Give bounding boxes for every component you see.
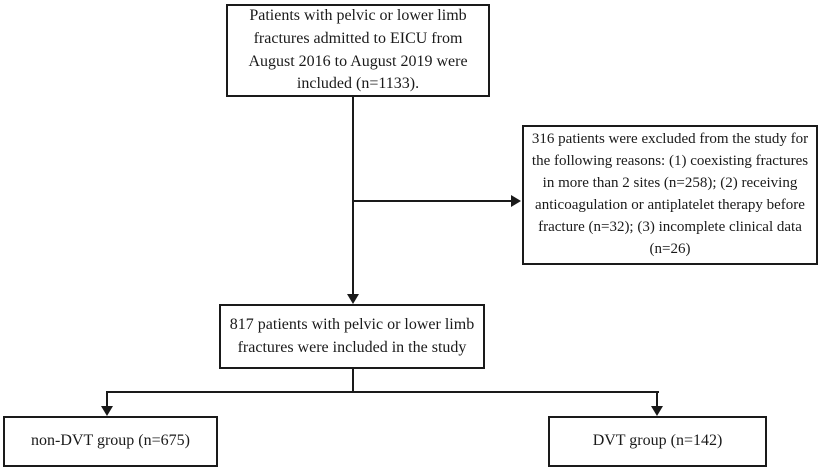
connector-top-to-included-line [352, 97, 354, 296]
node-non-dvt-group: non-DVT group (n=675) [3, 416, 218, 467]
connector-to-dvt-line [656, 391, 658, 408]
arrowhead-down-icon [651, 406, 663, 416]
connector-to-nondvt-line [106, 391, 108, 408]
node-included-final-label: 817 patients with pelvic or lower limb f… [229, 315, 475, 356]
arrowhead-down-icon [347, 294, 359, 304]
node-dvt-group-label: DVT group (n=142) [592, 432, 723, 450]
node-non-dvt-group-label: non-DVT group (n=675) [31, 432, 190, 450]
connector-included-to-split-line [352, 369, 354, 392]
node-included-initial-label: Patients with pelvic or lower limb fract… [248, 7, 468, 93]
node-dvt-group: DVT group (n=142) [548, 416, 767, 467]
node-excluded: 316 patients were excluded from the stud… [522, 125, 818, 265]
arrowhead-down-icon [101, 406, 113, 416]
node-included-final: 817 patients with pelvic or lower limb f… [219, 304, 485, 369]
connector-to-excluded-line [353, 200, 512, 202]
connector-split-horizontal-line [106, 391, 659, 393]
node-included-initial: Patients with pelvic or lower limb fract… [226, 4, 490, 97]
arrowhead-right-icon [511, 195, 521, 207]
node-excluded-label: 316 patients were excluded from the stud… [531, 131, 809, 257]
